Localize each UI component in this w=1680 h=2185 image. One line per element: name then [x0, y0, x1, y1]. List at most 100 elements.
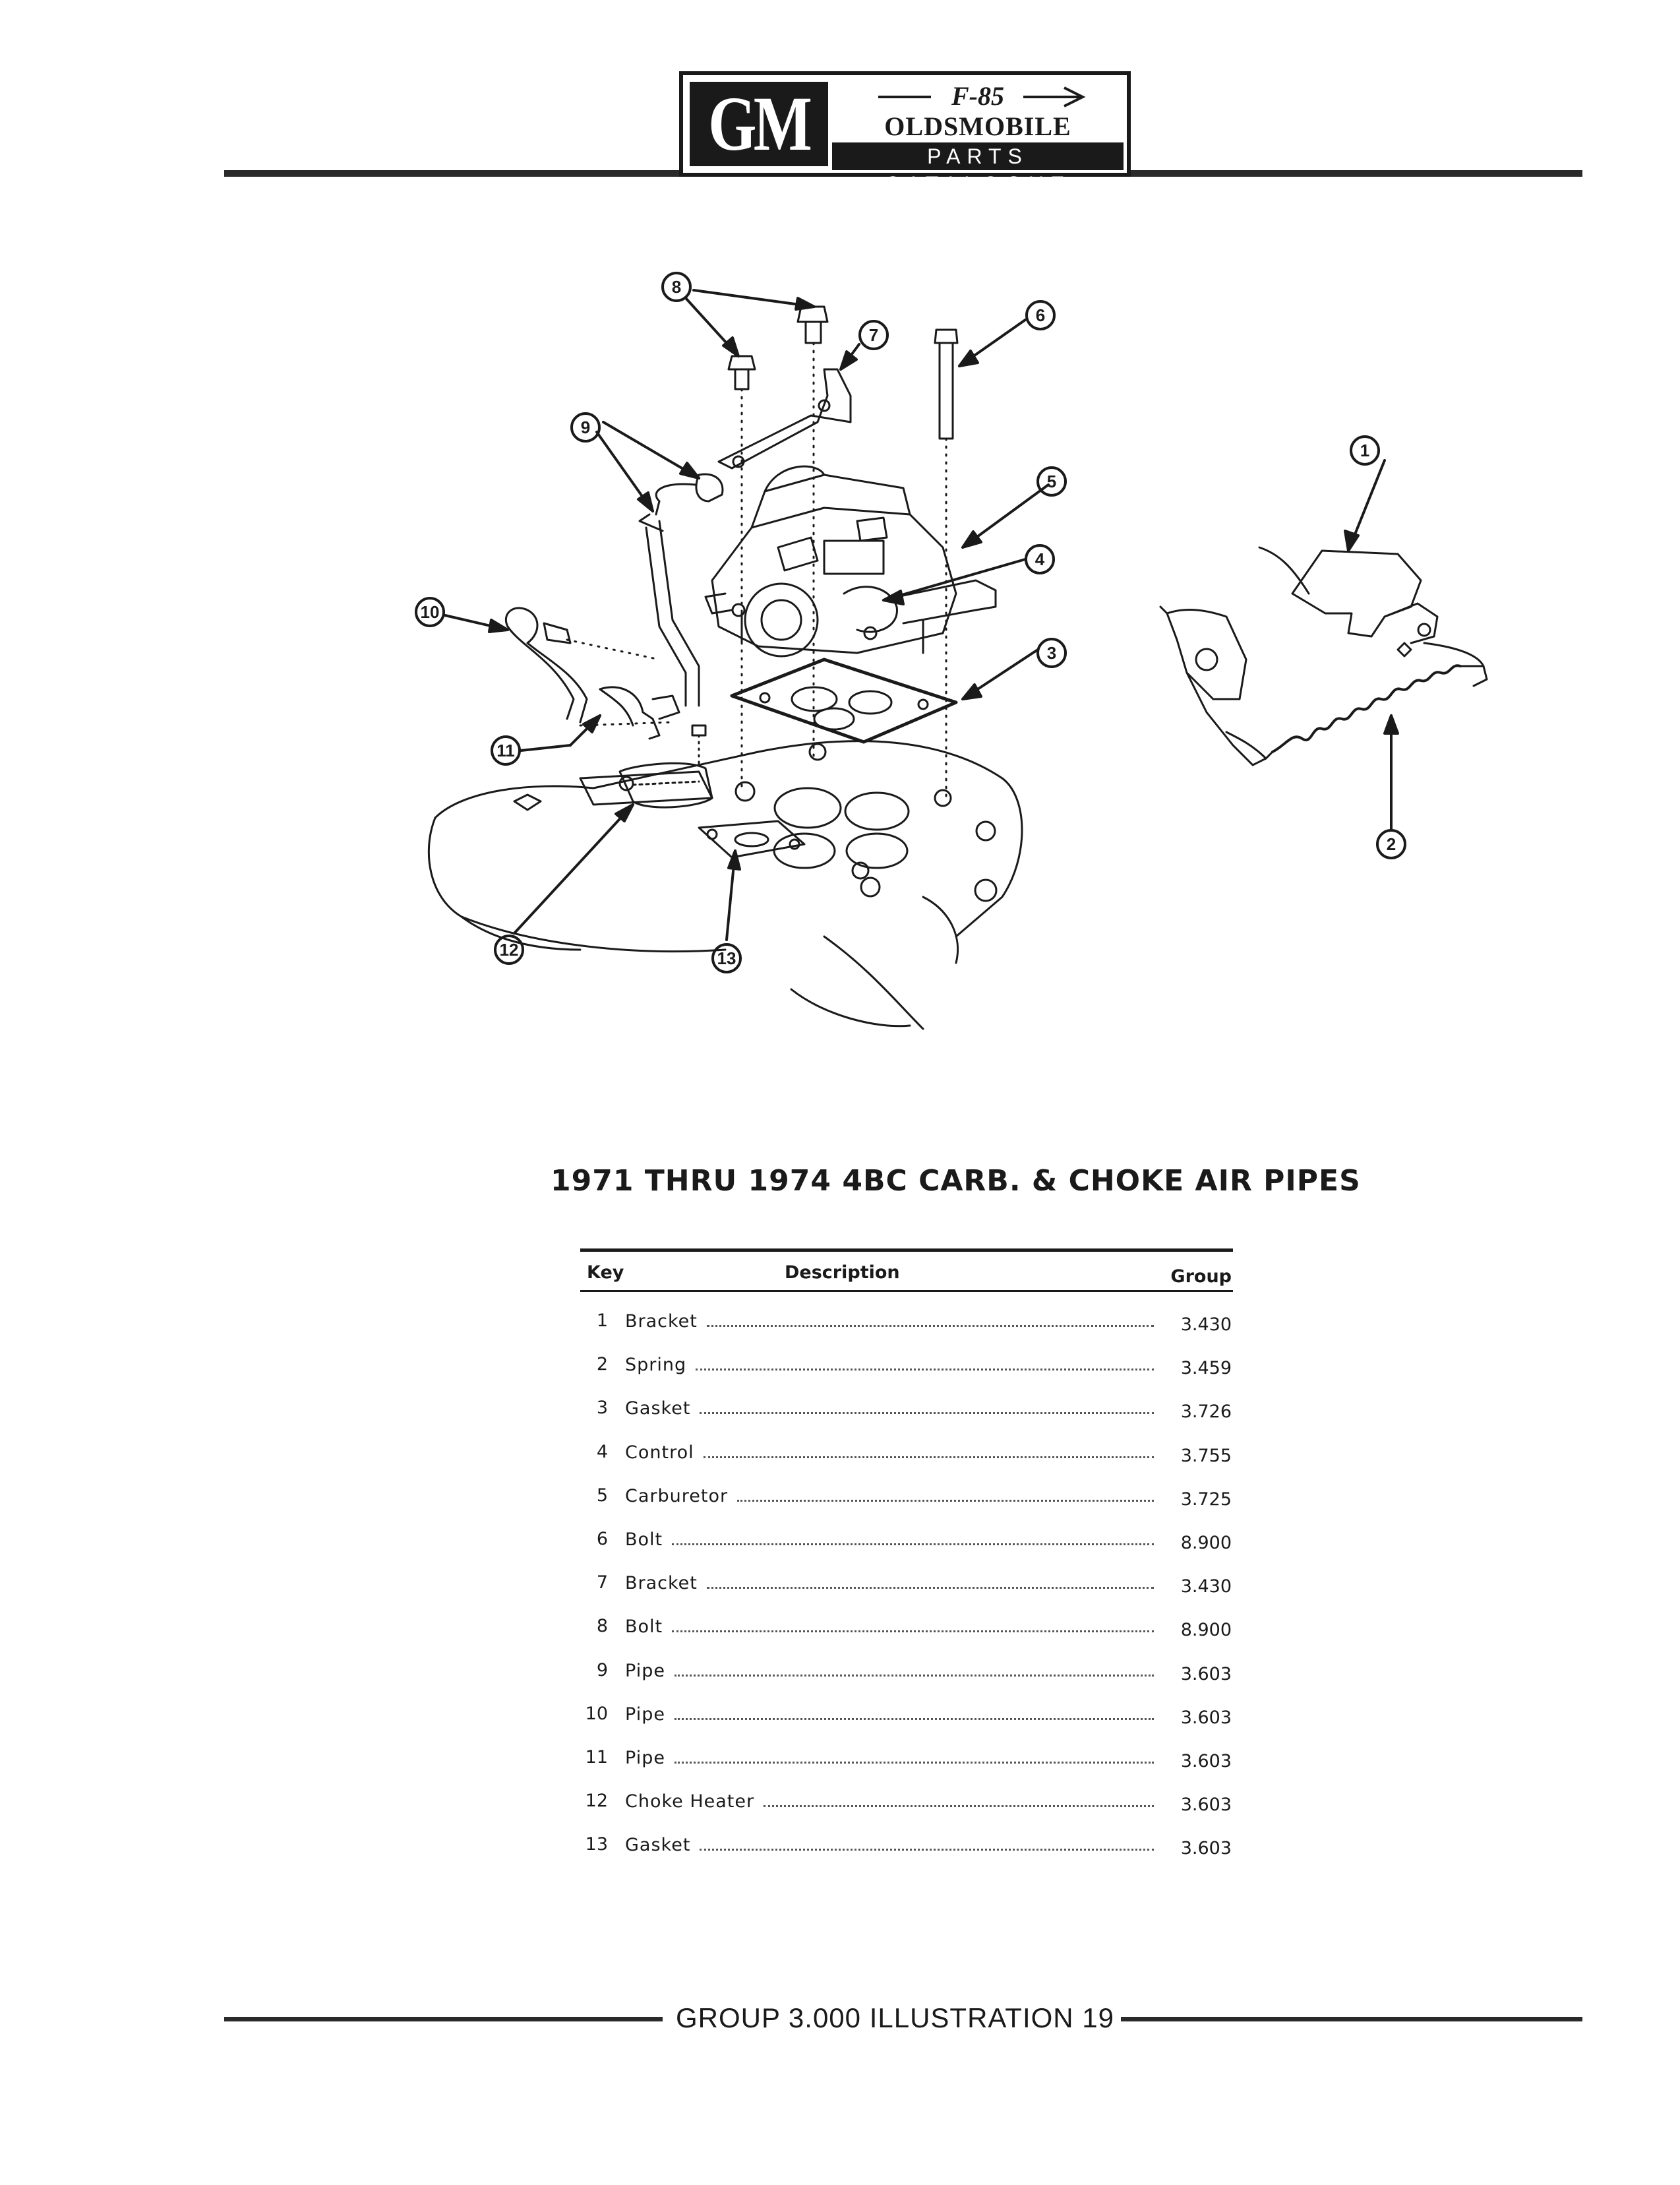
row-group: 3.603	[1180, 1795, 1232, 1816]
row-description: Pipe	[625, 1747, 665, 1768]
callout-10: 10	[421, 602, 440, 622]
column-header-key: Key	[587, 1262, 624, 1283]
table-row: 2 Spring 3.459	[580, 1349, 1233, 1392]
column-header-description: Description	[785, 1262, 900, 1283]
row-key: 6	[596, 1528, 608, 1549]
dot-leader	[672, 1616, 1154, 1633]
callout-2: 2	[1387, 834, 1396, 854]
dot-leader	[674, 1704, 1154, 1720]
row-group: 3.603	[1180, 1750, 1232, 1771]
row-group: 3.603	[1180, 1707, 1232, 1728]
row-key: 4	[596, 1441, 608, 1462]
dot-leader	[706, 1572, 1154, 1589]
callout-3: 3	[1047, 643, 1056, 663]
dot-leader	[672, 1529, 1154, 1545]
brand-name: OLDSMOBILE	[884, 111, 1071, 141]
model-name: F-85	[951, 81, 1004, 111]
model-arrow-icon	[878, 86, 1086, 108]
row-description: Bolt	[625, 1616, 663, 1638]
row-group: 3.430	[1180, 1314, 1232, 1335]
callout-5: 5	[1047, 472, 1056, 491]
row-key: 7	[596, 1572, 608, 1593]
brand-block: F-85 OLDSMOBILE PARTS CATALOGUE	[832, 81, 1124, 196]
callout-1: 1	[1360, 441, 1369, 460]
callout-13: 13	[717, 948, 736, 968]
row-key: 8	[596, 1616, 608, 1637]
table-row: 3 Gasket 3.726	[580, 1392, 1233, 1436]
row-key: 1	[596, 1310, 608, 1331]
row-group: 8.900	[1180, 1532, 1232, 1553]
row-group: 3.603	[1180, 1663, 1232, 1684]
table-row: 6 Bolt 8.900	[580, 1523, 1233, 1567]
row-description: Gasket	[625, 1398, 691, 1419]
row-key: 3	[596, 1398, 608, 1419]
row-description: Spring	[625, 1355, 687, 1376]
exploded-view-illustration: 1 2 3 4 5 6 7 8 9 10 11 12 13	[415, 272, 1488, 1030]
callout-11: 11	[496, 741, 515, 760]
callout-7: 7	[869, 325, 878, 345]
intake-manifold	[427, 740, 1023, 1030]
callout-circles	[415, 272, 1406, 973]
row-key: 5	[596, 1485, 608, 1506]
row-description: Choke Heater	[625, 1791, 755, 1812]
page-title: 1971 THRU 1974 4BC CARB. & CHOKE AIR PIP…	[551, 1164, 1361, 1198]
row-description: Control	[625, 1442, 694, 1463]
table-row: 11 Pipe 3.603	[580, 1742, 1233, 1785]
dot-leader	[703, 1442, 1154, 1458]
row-key: 11	[585, 1746, 608, 1768]
callout-6: 6	[1036, 305, 1045, 325]
row-group: 8.900	[1180, 1620, 1232, 1641]
footer-rule-right	[1121, 2017, 1582, 2021]
footer-rule-left	[224, 2017, 663, 2021]
choke-heater	[618, 724, 713, 809]
callout-9: 9	[581, 417, 590, 437]
table-row: 12 Choke Heater 3.603	[580, 1785, 1233, 1829]
choke-rod-bracket	[1258, 546, 1439, 658]
gm-logo-mark: GM	[708, 80, 813, 167]
row-key: 2	[596, 1354, 608, 1375]
choke-heater-gasket	[698, 820, 806, 859]
row-key: 10	[585, 1703, 608, 1724]
choke-bracket	[717, 368, 852, 470]
choke-air-pipe-9	[638, 473, 724, 707]
row-group: 3.459	[1180, 1358, 1232, 1379]
table-row: 8 Bolt 8.900	[580, 1611, 1233, 1654]
callout-4: 4	[1035, 549, 1045, 569]
row-group: 3.725	[1180, 1489, 1232, 1510]
dot-leader	[700, 1834, 1154, 1851]
column-header-group: Group	[1170, 1266, 1232, 1287]
row-description: Bracket	[625, 1311, 698, 1332]
table-top-rule	[580, 1248, 1233, 1252]
callout-12: 12	[500, 940, 519, 960]
row-group: 3.603	[1180, 1838, 1232, 1859]
choke-return-spring	[1159, 605, 1488, 766]
row-description: Bracket	[625, 1573, 698, 1594]
footer-label: GROUP 3.000 ILLUSTRATION 19	[676, 2002, 1115, 2033]
choke-air-pipe-11	[579, 686, 680, 740]
bolts-short	[727, 305, 829, 793]
row-key: 13	[585, 1834, 608, 1855]
gm-logo-block: GM	[690, 82, 828, 166]
carburetor-base-gasket	[730, 658, 958, 744]
row-group: 3.726	[1180, 1401, 1232, 1423]
dot-leader	[700, 1398, 1154, 1415]
callout-leaders	[444, 289, 1399, 941]
table-header: Key Description Group	[580, 1252, 1233, 1292]
choke-air-pipe-10	[504, 607, 661, 723]
dot-leader	[706, 1310, 1154, 1327]
table-row: 1 Bracket 3.430	[580, 1305, 1233, 1349]
catalogue-logo: GM F-85 OLDSMOBILE PARTS CATALOGUE	[679, 71, 1131, 196]
dot-leader	[737, 1485, 1154, 1502]
row-description: Bolt	[625, 1529, 663, 1550]
row-key: 12	[585, 1791, 608, 1812]
dot-leader	[674, 1747, 1154, 1764]
row-description: Pipe	[625, 1660, 665, 1681]
long-bolt	[934, 328, 959, 799]
